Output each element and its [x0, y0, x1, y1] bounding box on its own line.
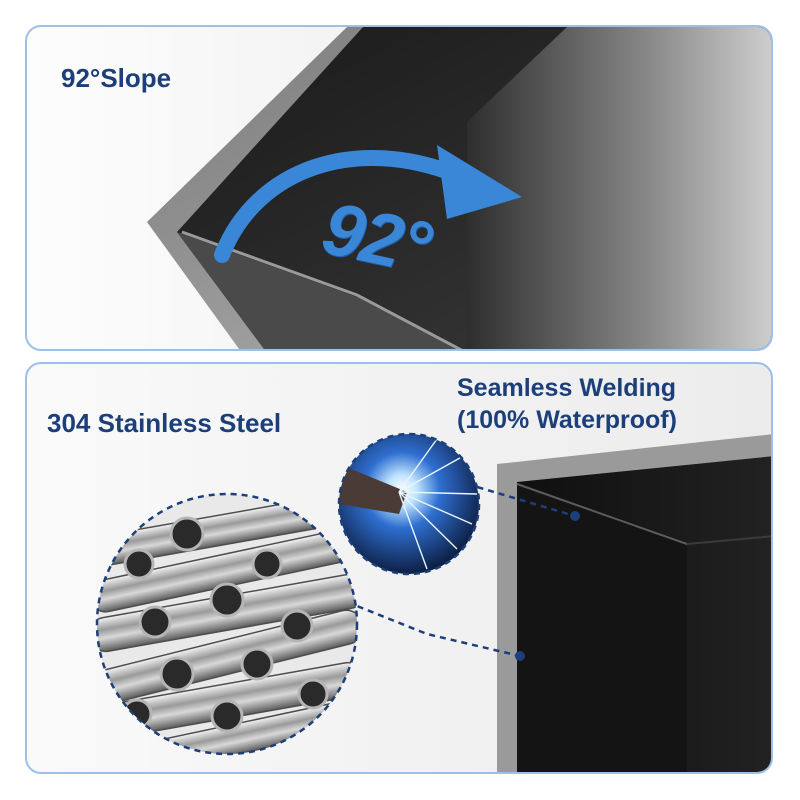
niche-box — [497, 434, 771, 772]
curved-arrow-icon — [214, 145, 522, 263]
callout-lines — [326, 482, 576, 658]
side-wall — [467, 27, 771, 349]
floor-plane — [177, 232, 460, 349]
slope-caption: 92°Slope — [61, 63, 172, 93]
material-caption: 304 Stainless Steel — [47, 408, 282, 438]
steel-tubes-icon — [97, 494, 357, 754]
welding-caption-line1: Seamless Welding — [457, 374, 677, 402]
niche-corner-illustration — [147, 27, 771, 349]
welding-caption-line2: (100% Waterproof) — [457, 406, 677, 434]
material-panel: 304 Stainless Steel Seamless Welding (10… — [25, 362, 773, 774]
inner-edge — [181, 230, 463, 349]
welding-sparks-icon — [339, 434, 479, 574]
weld-seam-marker — [570, 511, 580, 521]
material-illustration — [95, 432, 771, 772]
wall-marker — [515, 651, 525, 661]
welding-caption: Seamless Welding (100% Waterproof) — [457, 372, 677, 436]
slope-panel: 92°Slope 92° — [25, 25, 773, 351]
